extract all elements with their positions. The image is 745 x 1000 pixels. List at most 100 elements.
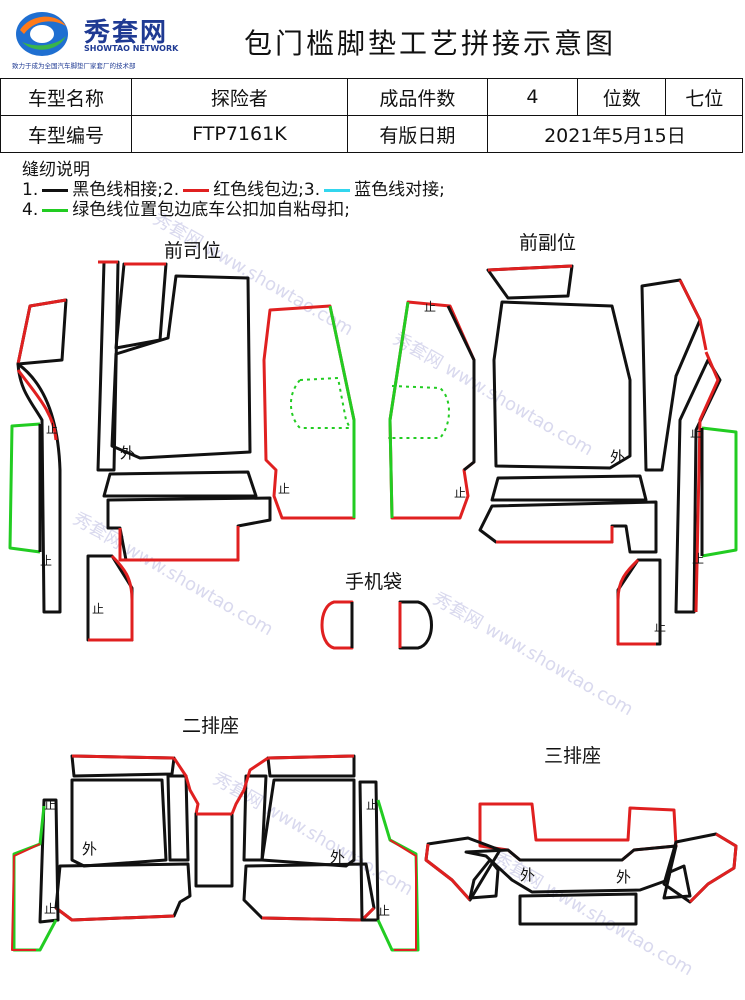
stop-mark: 止 bbox=[692, 552, 705, 566]
passenger-bottom-mat bbox=[478, 500, 658, 554]
phone-bag-right bbox=[398, 600, 433, 650]
second-row-left-outer-red bbox=[172, 757, 206, 816]
phone-bag-section-label: 手机袋 bbox=[345, 571, 403, 593]
driver-heel-pad bbox=[86, 554, 134, 642]
date-value: 2021年5月15日 bbox=[486, 115, 744, 153]
note-green: 绿色线位置包边底车公扣加自粘母扣; bbox=[72, 200, 350, 220]
second-row-left-red-edge bbox=[11, 843, 41, 951]
driver-sill-bar bbox=[102, 470, 258, 498]
driver-front-wedge-red bbox=[16, 298, 67, 365]
logo-text: 秀套网 bbox=[84, 18, 169, 48]
driver-outer-mark: 外 bbox=[120, 444, 136, 462]
passenger-sill-bar bbox=[490, 474, 648, 502]
red-line-sample bbox=[183, 188, 210, 192]
stop-mark: 止 bbox=[44, 798, 57, 812]
passenger-top-tab-red bbox=[487, 264, 573, 272]
third-row-right-wing-red bbox=[688, 832, 738, 904]
driver-section-label: 前司位 bbox=[164, 240, 222, 262]
notes-line-1: 1. 黑色线相接;2. 红色线包边;3. 蓝色线对接; bbox=[22, 180, 445, 200]
passenger-section-label: 前副位 bbox=[519, 232, 577, 254]
stop-mark: 止 bbox=[44, 902, 57, 916]
stop-mark: 止 bbox=[278, 482, 291, 496]
info-row-1: 车型名称 探险者 成品件数 4 位数 七位 bbox=[0, 78, 743, 116]
second-row-center-pad bbox=[194, 812, 234, 888]
second-row-left-bottom bbox=[54, 862, 192, 922]
seats-label: 位数 bbox=[577, 78, 667, 116]
second-row-right-red-edge bbox=[389, 839, 417, 951]
passenger-outer-mark: 外 bbox=[610, 448, 626, 466]
driver-side-sill bbox=[16, 362, 62, 614]
third-row-mats bbox=[424, 802, 738, 926]
second-row-mats bbox=[11, 754, 420, 952]
third-row-right-tab bbox=[662, 864, 692, 900]
stop-mark: 止 bbox=[40, 554, 53, 568]
logo-slogan: 致力于成为全国汽车脚垫厂家套厂的技术部 bbox=[12, 62, 136, 70]
notes-heading: 缝纫说明 bbox=[22, 160, 90, 180]
driver-main-mat bbox=[110, 274, 252, 460]
date-label: 有版日期 bbox=[346, 115, 488, 153]
header: 秀套网 SHOWTAO NETWORK 致力于成为全国汽车脚垫厂家套厂的技术部 … bbox=[0, 0, 745, 78]
second-row-left-top-red bbox=[71, 754, 175, 760]
passenger-right-strip-red bbox=[678, 279, 708, 351]
second-row-right-bottom-red bbox=[261, 906, 376, 922]
notes-line-2: 4.绿色线位置包边底车公扣加自粘母扣; bbox=[22, 200, 445, 220]
driver-heel-pad-red bbox=[88, 554, 134, 642]
driver-bottom-mat bbox=[106, 496, 272, 562]
second-row-left-strip bbox=[166, 774, 190, 862]
passenger-mats bbox=[388, 264, 738, 646]
stop-mark: 止 bbox=[378, 904, 391, 918]
seats-value: 七位 bbox=[665, 78, 743, 116]
second-row-section-label: 二排座 bbox=[182, 715, 240, 737]
note-number: 1. bbox=[22, 180, 39, 200]
second-row-right-outer-red bbox=[230, 756, 269, 815]
second-row-left-outer-mark: 外 bbox=[82, 840, 98, 858]
second-row-left-sill bbox=[38, 798, 60, 924]
passenger-heel-pad-red bbox=[616, 558, 656, 646]
phone-bag-left bbox=[320, 600, 354, 650]
second-row-left-main bbox=[70, 778, 168, 868]
second-row-right-green bbox=[376, 799, 420, 952]
note-red: 红色线包边;3. bbox=[213, 180, 321, 200]
model-name-label: 车型名称 bbox=[0, 78, 132, 116]
stop-mark: 止 bbox=[46, 422, 59, 436]
driver-door-dotted bbox=[290, 377, 351, 429]
info-row-2: 车型编号 FTP7161K 有版日期 2021年5月15日 bbox=[0, 115, 744, 153]
black-line-sample bbox=[42, 188, 69, 192]
passenger-door-dotted bbox=[388, 385, 450, 439]
third-row-left-tab bbox=[468, 858, 500, 900]
second-row-right-top-red bbox=[267, 754, 355, 760]
stop-mark: 止 bbox=[424, 300, 437, 314]
logo: 秀套网 SHOWTAO NETWORK 致力于成为全国汽车脚垫厂家套厂的技术部 bbox=[12, 8, 232, 70]
stop-mark: 止 bbox=[690, 426, 703, 440]
note-blue: 蓝色线对接; bbox=[354, 180, 445, 200]
stop-mark: 止 bbox=[654, 620, 667, 634]
stop-mark: 止 bbox=[366, 798, 379, 812]
logo-swirl-icon bbox=[16, 12, 68, 56]
driver-strip-2 bbox=[114, 262, 168, 350]
stop-mark: 止 bbox=[454, 486, 467, 500]
logo-subtitle: SHOWTAO NETWORK bbox=[84, 44, 179, 53]
passenger-main-mat bbox=[492, 300, 632, 470]
third-row-right-outer-mark: 外 bbox=[616, 868, 632, 886]
second-row-left-bottom-red bbox=[55, 906, 175, 922]
info-table: 车型名称 探险者 成品件数 4 位数 七位 车型编号 FTP7161K 有版日期… bbox=[0, 78, 744, 153]
third-row-main-mat bbox=[464, 844, 678, 894]
driver-green-edge bbox=[8, 422, 41, 554]
third-row-bottom-strip bbox=[518, 892, 638, 926]
driver-bottom-mat-red bbox=[118, 526, 240, 562]
third-row-left-outer-mark: 外 bbox=[520, 866, 536, 884]
driver-door-green bbox=[328, 305, 356, 518]
model-code-value: FTP7161K bbox=[130, 115, 348, 153]
green-line-sample bbox=[42, 208, 69, 212]
passenger-side-sill bbox=[674, 358, 722, 614]
second-row-right-outer-mark: 外 bbox=[330, 848, 346, 866]
passenger-bottom-mat-red bbox=[496, 526, 614, 544]
second-row-right-strip bbox=[242, 774, 268, 862]
third-row-section-label: 三排座 bbox=[544, 745, 602, 767]
page-title: 包门槛脚垫工艺拼接示意图 bbox=[244, 27, 617, 60]
second-row-right-bottom bbox=[242, 862, 376, 922]
passenger-door-green bbox=[388, 301, 410, 519]
passenger-green-edge bbox=[701, 426, 738, 558]
note-black: 黑色线相接;2. bbox=[72, 180, 180, 200]
